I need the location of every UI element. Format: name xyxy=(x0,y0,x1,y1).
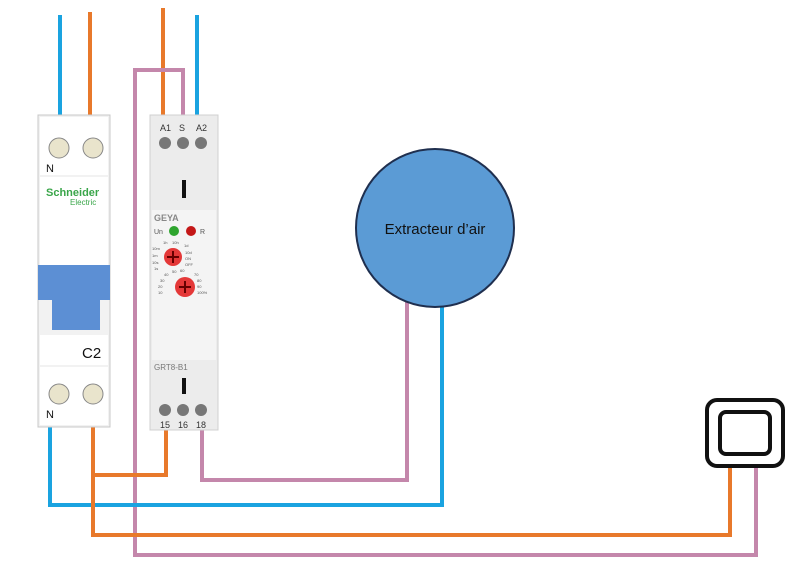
dial-label: ON xyxy=(185,256,191,261)
wire-phase-to-switch xyxy=(91,425,732,537)
dial-label: 1s xyxy=(154,266,158,271)
terminal-screw-icon xyxy=(195,404,207,416)
terminal-label-18: 18 xyxy=(196,420,206,430)
dial-label: 1h xyxy=(163,240,167,245)
dial-label: 10 xyxy=(158,290,163,295)
led-power-icon xyxy=(169,226,179,236)
terminal-screw-icon xyxy=(159,137,171,149)
terminal-screw-icon xyxy=(48,137,70,159)
wire-phase-to-relay-15 xyxy=(93,428,168,477)
terminal-label-a1: A1 xyxy=(160,123,171,133)
terminal-label-a2: A2 xyxy=(196,123,207,133)
breaker-rating: C2 xyxy=(82,345,101,362)
terminal-label-15: 15 xyxy=(160,420,170,430)
dial-label: 90 xyxy=(197,284,202,289)
wire-relay-18-to-fan xyxy=(200,298,409,482)
terminal-label-s: S xyxy=(179,123,185,133)
dial-label: 50 xyxy=(172,269,177,274)
dial-label: 100% xyxy=(197,290,208,295)
terminal-screw-icon xyxy=(159,404,171,416)
dial-label: 1m xyxy=(152,253,158,258)
breaker-brand: Schneider xyxy=(46,187,100,199)
dial-label: 1d xyxy=(184,243,188,248)
dial-label: 10m xyxy=(152,246,160,251)
breaker-toggle[interactable] xyxy=(38,265,110,300)
breaker-brand-sub: Electric xyxy=(70,198,96,207)
led-relay-label: R xyxy=(200,229,205,236)
air-extractor: Extracteur d’air xyxy=(355,148,515,308)
terminal-screw-icon xyxy=(177,404,189,416)
timer-relay: A1 S A2 GEYA Un R 10m 1m 10s 1s 1h 10h 1… xyxy=(149,114,219,431)
breaker-neutral-top-label: N xyxy=(46,163,54,175)
push-switch[interactable] xyxy=(705,398,785,468)
breaker-neutral-bottom-label: N xyxy=(46,409,54,421)
dial-label: 80 xyxy=(197,278,202,283)
dial-label: 10h xyxy=(172,240,179,245)
dial-label: OFF xyxy=(185,262,194,267)
dial-label: 60 xyxy=(180,268,185,273)
relay-model: GRT8-B1 xyxy=(154,363,188,372)
fan-label: Extracteur d’air xyxy=(385,221,486,238)
terminal-screw-icon xyxy=(82,383,104,405)
terminal-screw-icon xyxy=(82,137,104,159)
terminal-screw-icon xyxy=(48,383,70,405)
dial-label: 30 xyxy=(160,278,165,283)
dial-label: 10s xyxy=(152,260,158,265)
dial-label: 20 xyxy=(158,284,163,289)
relay-brand: GEYA xyxy=(154,213,179,223)
terminal-screw-icon xyxy=(177,137,189,149)
dial-label: 40 xyxy=(164,272,169,277)
wire-control-s-to-switch xyxy=(133,68,758,557)
led-power-label: Un xyxy=(154,229,163,236)
dial-label: 10d xyxy=(185,250,192,255)
led-relay-icon xyxy=(186,226,196,236)
terminal-screw-icon xyxy=(195,137,207,149)
wire-neutral-to-fan xyxy=(48,298,444,507)
circuit-breaker: N Schneider Electric C2 N xyxy=(37,114,111,428)
dial-label: 70 xyxy=(194,272,199,277)
terminal-label-16: 16 xyxy=(178,420,188,430)
